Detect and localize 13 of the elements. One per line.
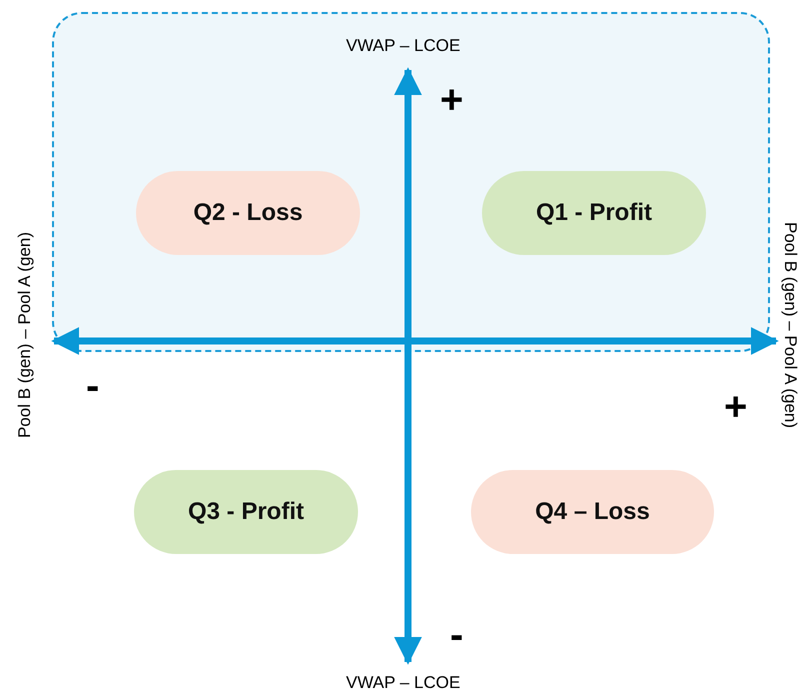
quadrant-label: Q1 - Profit (482, 171, 706, 255)
plus-sign: + (440, 80, 464, 120)
quadrant-label: Q2 - Loss (136, 171, 360, 255)
axis-title: Pool B (gen) – Pool A (gen) (780, 222, 800, 428)
axis-title: VWAP – LCOE (346, 36, 460, 56)
axis-title: VWAP – LCOE (346, 673, 460, 693)
quadrant-label: Q3 - Profit (134, 470, 358, 554)
dashed-region (52, 12, 770, 352)
quadrant-label: Q4 – Loss (471, 470, 714, 554)
axis-title: Pool B (gen) – Pool A (gen) (15, 232, 35, 438)
plus-sign: + (724, 387, 748, 427)
minus-sign: - (450, 615, 464, 655)
minus-sign: - (86, 366, 100, 406)
